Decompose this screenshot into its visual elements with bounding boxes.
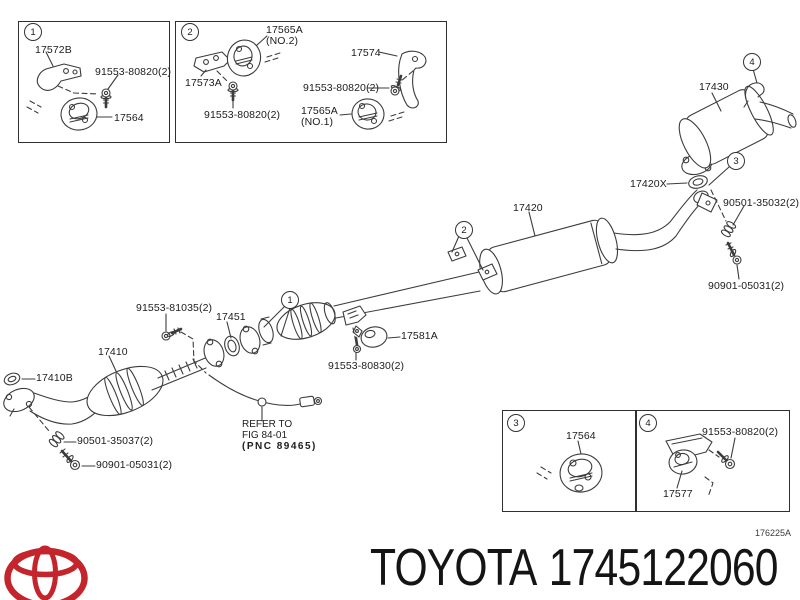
label-box1-17564: 17564 — [114, 112, 144, 124]
callout-2-main: 2 — [455, 221, 473, 239]
flange-a-drawing — [203, 338, 225, 368]
catalytic-converter-rear-drawing — [276, 302, 336, 340]
box2-dashed-lines — [216, 52, 414, 122]
callout-4-main: 4 — [743, 53, 761, 71]
box2-front-bolt-drawing — [227, 81, 239, 102]
box1-hanger-drawing — [60, 97, 98, 131]
label-rear-bolt: 90901-05031(2) — [708, 280, 785, 292]
rear-muffler-drawing — [678, 85, 774, 169]
center-muffler-drawing — [479, 217, 619, 295]
label-17451: 17451 — [216, 311, 246, 323]
refer-note: REFER TO FIG 84-01 (PNC 89465) — [242, 419, 317, 452]
footer-title: TOYOTA 1745122060 — [370, 539, 779, 597]
box4-bolt-drawing — [716, 450, 736, 470]
box4-dashed-lines — [704, 449, 720, 498]
label-17410b: 17410B — [36, 372, 73, 384]
damper-bolt-drawing — [352, 336, 362, 354]
box2-rear-bolt-drawing — [390, 74, 403, 96]
center-gasket-drawing — [224, 335, 240, 357]
refer-note-line1: REFER TO — [242, 419, 293, 430]
inset-box-1 — [18, 21, 170, 143]
label-box4-bolt: 91553-80820(2) — [702, 426, 779, 438]
callout-2-box: 2 — [181, 23, 199, 41]
box3-hanger-drawing — [559, 453, 603, 493]
leader-lines — [21, 35, 758, 489]
catalog-part-number: 1745122060 — [548, 539, 779, 597]
callout-3-box: 3 — [507, 414, 525, 432]
box2-rear-bracket-drawing — [398, 50, 427, 109]
front-bolt-drawing — [59, 448, 81, 471]
label-17410: 17410 — [98, 346, 128, 358]
box2-hanger-no1-drawing — [351, 98, 385, 130]
box2-hanger-no2-drawing — [226, 39, 262, 77]
box1-bracket-drawing — [36, 63, 82, 91]
label-box2-front-bolt: 91553-80820(2) — [204, 109, 281, 121]
label-17565a-no1: 17565A(NO.1) — [301, 105, 338, 128]
catalytic-converter-front-drawing — [86, 365, 164, 417]
label-front-bolt: 90901-05031(2) — [96, 459, 173, 471]
label-17574: 17574 — [351, 47, 381, 59]
label-17572b: 17572B — [35, 44, 72, 56]
brand-name: TOYOTA — [370, 539, 537, 597]
tailpipe-drawing — [754, 101, 797, 129]
label-17577: 17577 — [663, 488, 693, 500]
callout-1-main: 1 — [281, 291, 299, 309]
inset-box-3 — [502, 410, 637, 512]
rear-spring-drawing — [720, 221, 737, 238]
inset-box-2 — [175, 21, 447, 143]
label-17430: 17430 — [699, 81, 729, 93]
label-17420x: 17420X — [630, 178, 667, 190]
damper-drawing — [352, 325, 388, 348]
refer-note-line3: (PNC 89465) — [242, 440, 317, 452]
flange-b-drawing — [239, 325, 261, 355]
front-gasket-drawing — [3, 372, 21, 386]
inset-box-4 — [635, 410, 790, 512]
figure-code: 176225A — [755, 528, 792, 538]
label-17581a: 17581A — [401, 330, 438, 342]
flex-pipe-drawing — [151, 355, 211, 391]
box4-bracket-drawing — [665, 433, 713, 475]
box3-dashed-lines — [536, 466, 552, 480]
toyota-logo-icon — [4, 545, 88, 600]
box2-front-bracket-drawing — [193, 51, 231, 73]
rear-gasket-drawing — [688, 175, 708, 189]
label-box2-rear-bolt: 91553-80820(2) — [303, 82, 380, 94]
label-center-bolt: 91553-81035(2) — [136, 302, 213, 314]
box1-bolt-drawing — [100, 88, 112, 109]
exit-pipe-drawing — [613, 189, 718, 252]
front-spring-drawing — [48, 431, 65, 448]
callout-4-box: 4 — [639, 414, 657, 432]
label-box1-bolt: 91553-80820(2) — [95, 66, 172, 78]
refer-note-line2: FIG 84-01 — [242, 429, 288, 441]
rear-bolt-drawing — [725, 241, 742, 265]
callout-1-box: 1 — [24, 23, 42, 41]
label-box3-17564: 17564 — [566, 430, 596, 442]
alignment-dashed-lines — [28, 189, 727, 432]
label-damper-bolt: 91553-80830(2) — [328, 360, 405, 372]
label-rear-spring: 90501-35032(2) — [723, 197, 800, 209]
box1-dashed-lines — [26, 85, 100, 114]
front-flange-drawing — [3, 387, 35, 417]
label-front-spring: 90501-35037(2) — [77, 435, 154, 447]
hanger-rod-drawing — [743, 82, 765, 108]
pipe-clamp-drawing — [342, 305, 367, 326]
label-17420: 17420 — [513, 202, 543, 214]
callout-3-main: 3 — [727, 152, 745, 170]
o2-sensor-wire-drawing — [208, 374, 323, 408]
joint-clamp-drawing — [258, 316, 274, 346]
center-bolt-drawing — [161, 327, 183, 341]
label-17573a: 17573A — [185, 77, 222, 89]
label-17565a-no2: 17565A(NO.2) — [266, 24, 303, 47]
